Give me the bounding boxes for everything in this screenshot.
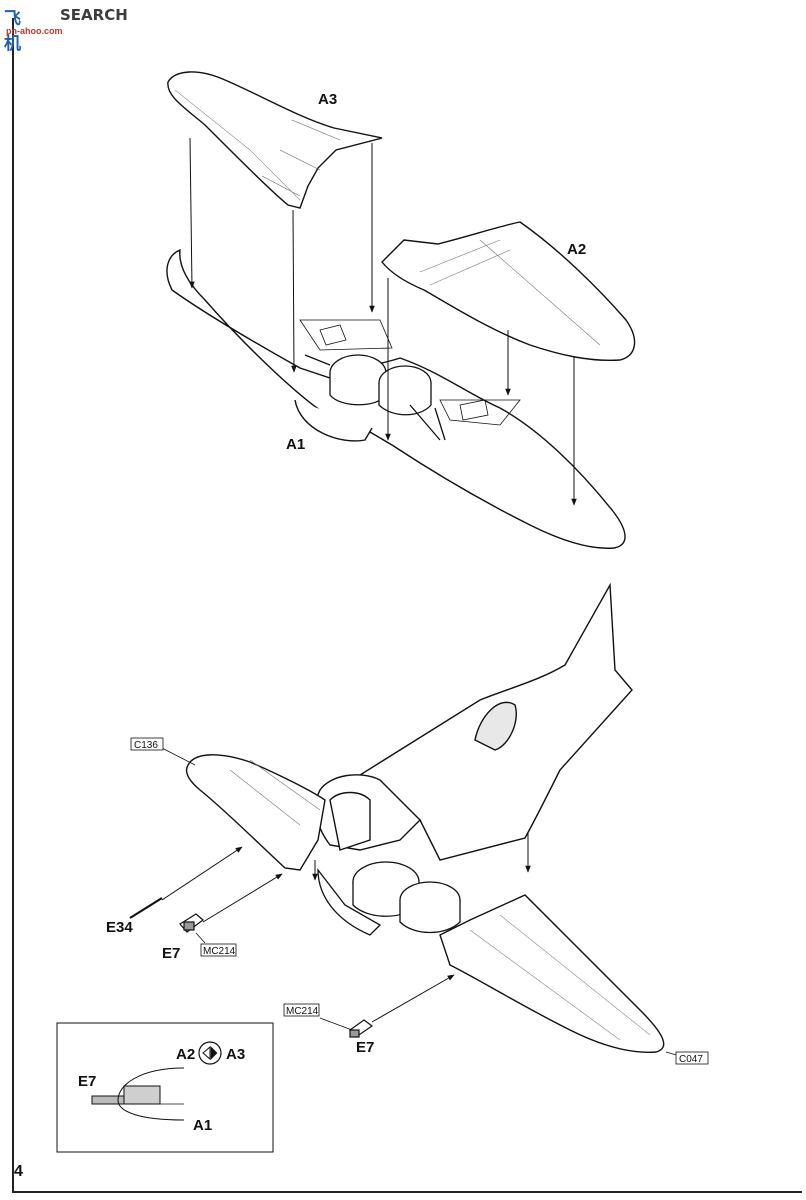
page-border	[12, 18, 802, 1193]
wheel-wells-bottom	[317, 861, 461, 936]
part-label-e7-right: E7	[356, 1039, 374, 1056]
ref-box-c047	[675, 1051, 709, 1065]
part-label-a3: A3	[318, 91, 337, 108]
part-label-a1: A1	[286, 436, 305, 453]
ref-label-c047: C047	[679, 1054, 703, 1065]
inset-label-a1: A1	[193, 1117, 212, 1134]
fuselage-assembly	[314, 582, 633, 861]
ref-box-mc214-left	[200, 943, 237, 957]
watermark-url: pn-ahoo.com	[6, 26, 63, 36]
ref-label-c136: C136	[134, 740, 158, 751]
part-label-e34: E34	[106, 919, 133, 936]
ref-box-c136	[130, 737, 164, 751]
detail-inset-drawing	[91, 1041, 222, 1121]
wing-upper-left-a3	[167, 71, 383, 209]
detail-inset-box	[56, 1022, 274, 1153]
wing-upper-right-a2	[381, 221, 636, 362]
watermark-logo: 飞机	[4, 9, 22, 54]
wing-left-bottom	[185, 754, 326, 871]
watermark-title: SEARCH	[60, 6, 128, 24]
inset-label-e7: E7	[78, 1073, 96, 1090]
assembly-arrows-bottom	[161, 832, 531, 1023]
wheel-wells-top	[304, 324, 489, 441]
inset-label-a2: A2	[176, 1046, 195, 1063]
ref-label-mc214-left: MC214	[203, 946, 236, 957]
wing-right-bottom	[439, 894, 665, 1053]
assembly-arrows-top	[189, 137, 577, 506]
ref-label-mc214-right: MC214	[286, 1006, 319, 1017]
part-label-a2: A2	[567, 241, 586, 258]
page-number: 4	[14, 1163, 23, 1180]
part-label-e7-left: E7	[162, 945, 180, 962]
ref-box-mc214-right	[283, 1003, 320, 1017]
small-parts	[129, 897, 374, 1038]
inset-label-a3: A3	[226, 1046, 245, 1063]
